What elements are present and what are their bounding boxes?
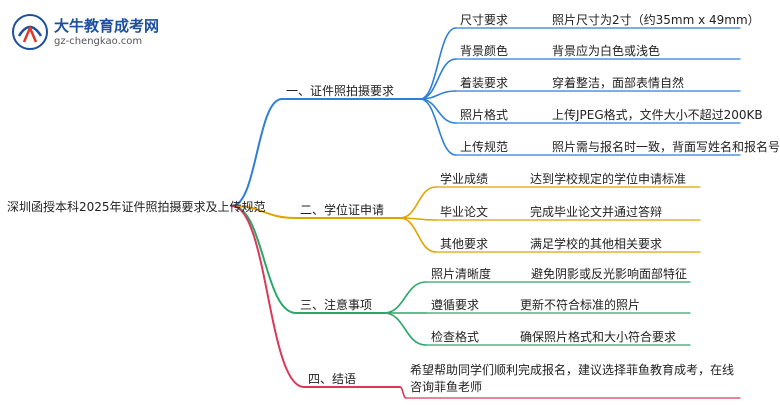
logo-title: 大牛教育成考网 — [54, 17, 160, 35]
branch-1-item-5-key: 上传规范 — [460, 140, 509, 154]
branch-2-item-1-key: 学业成绩 — [440, 172, 489, 186]
root-node: 深圳函授本科2025年证件照拍摄要求及上传规范 — [7, 200, 266, 214]
branch-1-child-link-1 — [419, 27, 457, 100]
branch-2-label: 二、学位证申请 — [300, 203, 385, 217]
branch-2-item-2-key: 毕业论文 — [440, 205, 489, 219]
logo-url: gz-chengkao.com — [54, 36, 143, 47]
branch-3-item-1-key: 照片清晰度 — [431, 267, 492, 281]
branch-4-item-1-value: 希望帮助同学们顺利完成报名，建议选择菲鱼教育成考，在线咨询菲鱼老师 — [410, 363, 735, 394]
branch-1-label: 一、证件照拍摄要求 — [286, 84, 395, 98]
branch-4-label: 四、结语 — [308, 372, 357, 386]
branch-1-item-4-value: 上传JPEG格式，文件大小不超过200KB — [552, 108, 763, 122]
branch-1-item-4-key: 照片格式 — [460, 108, 509, 122]
branch-3-item-2-value: 更新不符合标准的照片 — [520, 298, 641, 312]
root-link-4 — [231, 205, 305, 388]
branch-2-child-link-1 — [399, 186, 437, 219]
branch-1-child-link-2 — [419, 58, 457, 100]
branch-1-item-1-key: 尺寸要求 — [460, 13, 509, 27]
logo-mark-icon — [12, 14, 48, 50]
branch-2-item-3-key: 其他要求 — [440, 237, 489, 251]
branch-3-item-2-key: 遵循要求 — [431, 298, 480, 312]
branch-1-child-link-4 — [419, 98, 457, 124]
branch-2-item-1-value: 达到学校规定的学位申请标准 — [530, 172, 687, 186]
branch-3-item-3-value: 确保照片格式和大小符合要求 — [520, 330, 677, 344]
branch-1-item-3-key: 着装要求 — [460, 76, 509, 90]
branch-2-child-link-3 — [399, 217, 437, 253]
branch-3-label: 三、注意事项 — [300, 298, 373, 312]
branch-1-item-2-key: 背景颜色 — [460, 44, 509, 58]
branch-1-item-1-value: 照片尺寸为2寸（约35mm x 49mm） — [552, 13, 760, 27]
root-link-2 — [231, 205, 297, 219]
branch-2-item-3-value: 满足学校的其他相关要求 — [530, 237, 663, 251]
branch-4-child-link-1 — [399, 386, 407, 399]
branch-1-item-3-value: 穿着整洁，面部表情自然 — [552, 76, 685, 90]
branch-1-item-5-value: 照片需与报名时一致，背面写姓名和报名号 — [552, 140, 780, 154]
mind-map-links — [231, 27, 741, 399]
branch-1-item-2-value: 背景应为白色或浅色 — [552, 44, 661, 58]
branch-3-item-3-key: 检查格式 — [431, 330, 480, 344]
branch-3-child-link-1 — [383, 281, 427, 314]
branch-2-item-2-value: 完成毕业论文并通过答辩 — [530, 205, 663, 219]
logo: 大牛教育成考网 gz-chengkao.com — [10, 12, 160, 52]
branch-3-item-1-value: 避免阴影或反光影响面部特征 — [531, 267, 688, 281]
mind-map: 大牛教育成考网 gz-chengkao.com 深圳函授本科2025年证件照拍摄… — [7, 12, 780, 399]
root-link-3 — [231, 205, 297, 314]
branch-1-child-link-5 — [419, 98, 457, 156]
root-link-1 — [231, 98, 283, 207]
branch-3-child-link-3 — [383, 312, 427, 346]
